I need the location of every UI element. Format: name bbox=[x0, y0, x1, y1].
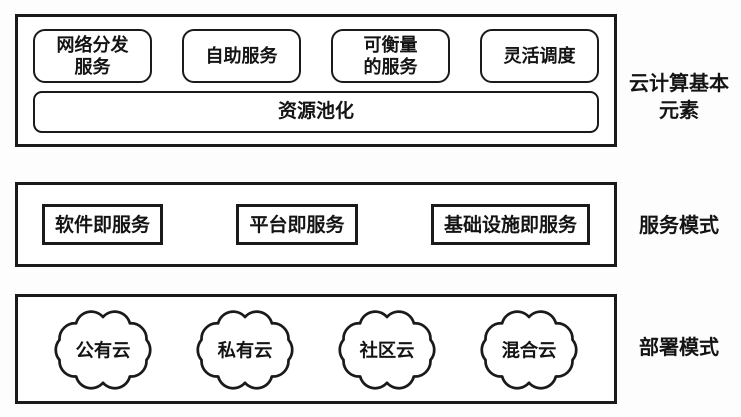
box-infrastructure-as-a-service: 基础设施即服务 bbox=[430, 204, 590, 245]
cloud-icon bbox=[480, 310, 578, 390]
label-deployment-models: 部署模式 bbox=[639, 337, 719, 359]
label-basic-elements: 云计算基本 元素 bbox=[629, 73, 729, 122]
cloud-icon bbox=[338, 310, 436, 390]
cloud-private-label: 私有云 bbox=[218, 339, 273, 360]
cloud-hybrid-cloud: 混合云 bbox=[474, 307, 584, 391]
cloud-private-cloud: 私有云 bbox=[190, 307, 300, 391]
cloud-community-label: 社区云 bbox=[359, 339, 415, 360]
box-resource-pooling: 资源池化 bbox=[33, 91, 599, 133]
box-measurable-service: 可衡量 的服务 bbox=[331, 29, 450, 83]
box-network-distribution-service: 网络分发 服务 bbox=[33, 29, 152, 83]
section-basic-elements: 网络分发 服务 自助服务 可衡量 的服务 灵活调度 资源池化 bbox=[15, 14, 617, 147]
cloud-hybrid-label: 混合云 bbox=[502, 339, 557, 360]
section-service-models: 软件即服务 平台即服务 基础设施即服务 bbox=[15, 182, 617, 267]
cloud-icon bbox=[196, 310, 294, 390]
basic-elements-row: 网络分发 服务 自助服务 可衡量 的服务 灵活调度 bbox=[33, 29, 599, 83]
cloud-public-cloud: 公有云 bbox=[48, 307, 158, 391]
box-software-as-a-service: 软件即服务 bbox=[42, 204, 164, 245]
label-service-models: 服务模式 bbox=[639, 215, 719, 237]
box-self-service: 自助服务 bbox=[182, 29, 301, 83]
section-deployment-models: 公有云 私有云 社区云 混合云 bbox=[15, 294, 617, 404]
cloud-community-cloud: 社区云 bbox=[332, 307, 442, 391]
cloud-icon bbox=[54, 310, 152, 390]
box-flexible-scheduling: 灵活调度 bbox=[480, 29, 599, 83]
box-platform-as-a-service: 平台即服务 bbox=[236, 204, 358, 245]
cloud-public-label: 公有云 bbox=[76, 339, 131, 360]
